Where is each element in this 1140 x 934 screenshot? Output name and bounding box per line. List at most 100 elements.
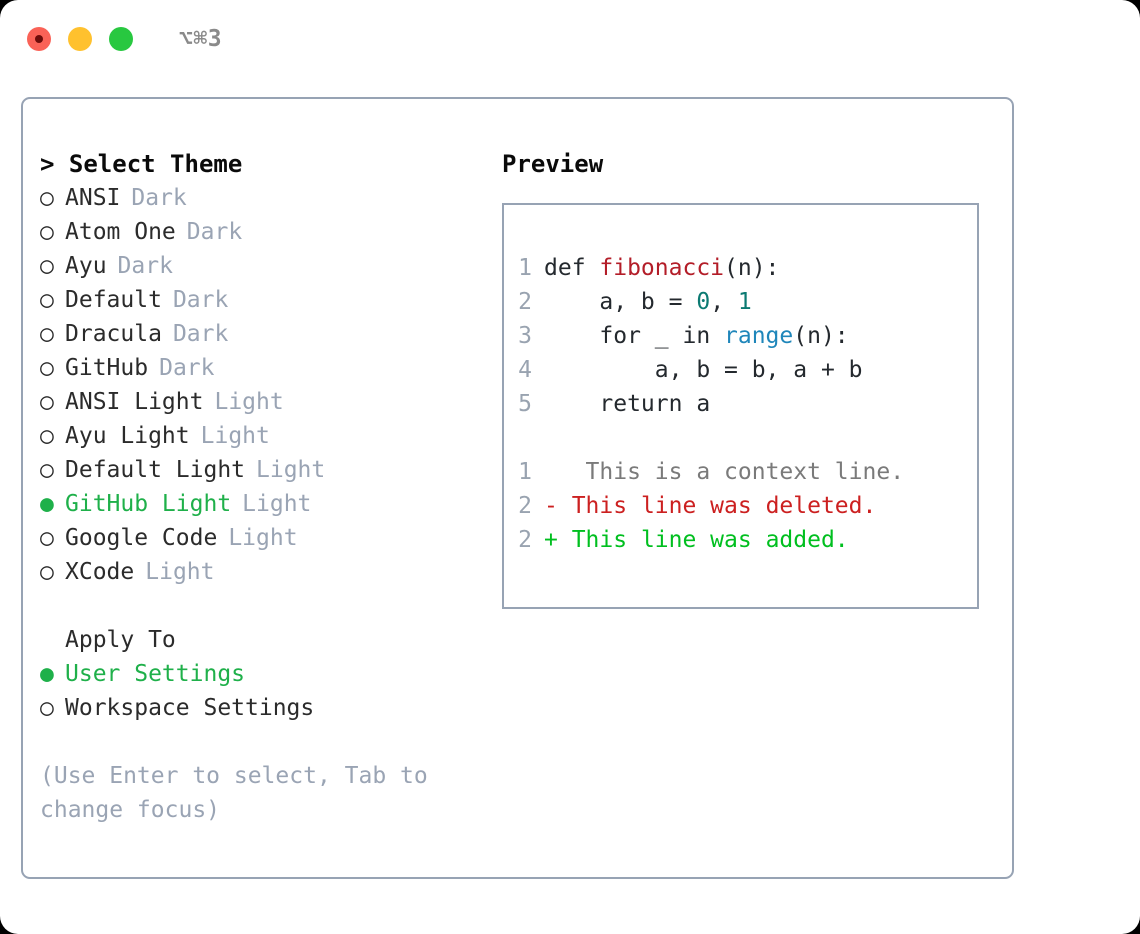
theme-variant-badge: Dark (159, 355, 215, 381)
code-line-content: return a (544, 387, 710, 421)
diff-line-number: 2 (518, 527, 532, 553)
radio-unselected-icon: ○ (40, 219, 54, 245)
diff-line-content: This is a context line. (557, 459, 905, 485)
theme-option-default[interactable]: ○ Default Dark (40, 283, 500, 317)
radio-unselected-icon: ○ (40, 695, 54, 721)
diff-line-number: 2 (518, 493, 532, 519)
code-line-content: def fibonacci(n): (544, 251, 779, 285)
diff-marker (544, 455, 558, 489)
code-token-kw: for _ in (544, 323, 725, 349)
code-line: 1 def fibonacci(n): (516, 251, 977, 285)
theme-variant-badge: Dark (172, 321, 229, 347)
theme-variant-badge: Light (200, 423, 270, 449)
radio-unselected-icon: ○ (40, 423, 54, 449)
apply-to-title: ○ Apply To (40, 623, 500, 657)
diff-line-content: This line was deleted. (557, 493, 877, 519)
theme-option-label: XCode (65, 559, 135, 585)
title-bar: ⌥⌘3 (0, 0, 1140, 78)
theme-option-label: Atom One (65, 219, 176, 245)
theme-option-label: Dracula (65, 321, 162, 347)
theme-option-label: ANSI (65, 185, 121, 211)
radio-unselected-icon: ○ (40, 355, 54, 381)
radio-selected-icon: ● (40, 491, 54, 517)
code-diff-gap (516, 421, 977, 455)
diff-marker: - (544, 493, 558, 519)
apply-to-option-label: User Settings (65, 661, 246, 687)
radio-unselected-icon: ○ (40, 321, 54, 347)
code-token-kw: return a (544, 391, 711, 417)
theme-option-dracula[interactable]: ○ Dracula Dark (40, 317, 500, 351)
apply-to-option-user-settings[interactable]: ● User Settings (40, 657, 500, 691)
diff-marker: + (544, 527, 558, 553)
code-line-content: for _ in range(n): (544, 319, 849, 353)
radio-unselected-icon: ○ (40, 287, 54, 313)
radio-selected-icon: ● (40, 661, 54, 687)
code-token-plain: , (710, 289, 738, 315)
select-theme-header: > Select Theme (40, 150, 243, 178)
code-token-num: 0 (696, 289, 711, 315)
code-line-number: 3 (518, 323, 532, 349)
code-token-fn: fibonacci (599, 255, 725, 281)
radio-unselected-icon: ○ (40, 559, 54, 585)
diff-line: 2+ This line was added. (516, 523, 977, 557)
minimize-window-icon[interactable] (68, 27, 92, 51)
code-line-number: 5 (518, 391, 532, 417)
theme-variant-badge: Light (228, 525, 298, 551)
code-line: 4 a, b = b, a + b (516, 353, 977, 387)
theme-option-label: ANSI Light (65, 389, 204, 415)
theme-option-label: Default (65, 287, 162, 313)
maximize-window-icon[interactable] (109, 27, 133, 51)
theme-option-ayu-light[interactable]: ○ Ayu Light Light (40, 419, 500, 453)
keyboard-hint-text: (Use Enter to select, Tab to change focu… (40, 763, 442, 823)
theme-option-label: Ayu Light (65, 423, 190, 449)
theme-option-xcode[interactable]: ○ XCode Light (40, 555, 500, 589)
diff-sample: 1 This is a context line. 2- This line wa… (516, 455, 977, 557)
apply-to-title-indent: ○ (40, 623, 65, 657)
code-line-content: a, b = 0, 1 (544, 285, 751, 319)
list-spacer (40, 589, 500, 623)
code-token-plain: (n): (724, 255, 780, 281)
preview-title: Preview (502, 150, 604, 178)
code-line: 2 a, b = 0, 1 (516, 285, 977, 319)
theme-option-label: GitHub Light (65, 491, 232, 517)
code-line-content: a, b = b, a + b (544, 353, 863, 387)
diff-line: 2- This line was deleted. (516, 489, 977, 523)
code-token-bi: range (724, 323, 794, 349)
theme-variant-badge: Light (214, 389, 284, 415)
apply-to-option-workspace-settings[interactable]: ○ Workspace Settings (40, 691, 500, 725)
radio-unselected-icon: ○ (40, 525, 54, 551)
apply-to-list: ● User Settings ○ Workspace Settings (40, 657, 500, 725)
code-line-number: 2 (518, 289, 532, 315)
apply-to-option-label: Workspace Settings (65, 695, 315, 721)
radio-unselected-icon: ○ (40, 253, 54, 279)
theme-variant-badge: Dark (186, 219, 243, 245)
code-token-plain: (n): (793, 323, 849, 349)
code-line-number: 4 (518, 357, 532, 383)
theme-variant-badge: Light (242, 491, 312, 517)
code-line-number: 1 (518, 255, 532, 281)
theme-variant-badge: Light (145, 559, 215, 585)
close-window-icon[interactable] (27, 27, 51, 51)
theme-variant-badge: Dark (117, 253, 173, 279)
diff-line-number: 1 (518, 459, 532, 485)
theme-variant-badge: Dark (131, 185, 187, 211)
theme-variant-badge: Dark (172, 287, 229, 313)
theme-option-atom-one[interactable]: ○ Atom One Dark (40, 215, 500, 249)
theme-option-github-light[interactable]: ● GitHub Light Light (40, 487, 500, 521)
code-line: 3 for _ in range(n): (516, 319, 977, 353)
code-line: 5 return a (516, 387, 977, 421)
code-token-kw: def (544, 255, 600, 281)
